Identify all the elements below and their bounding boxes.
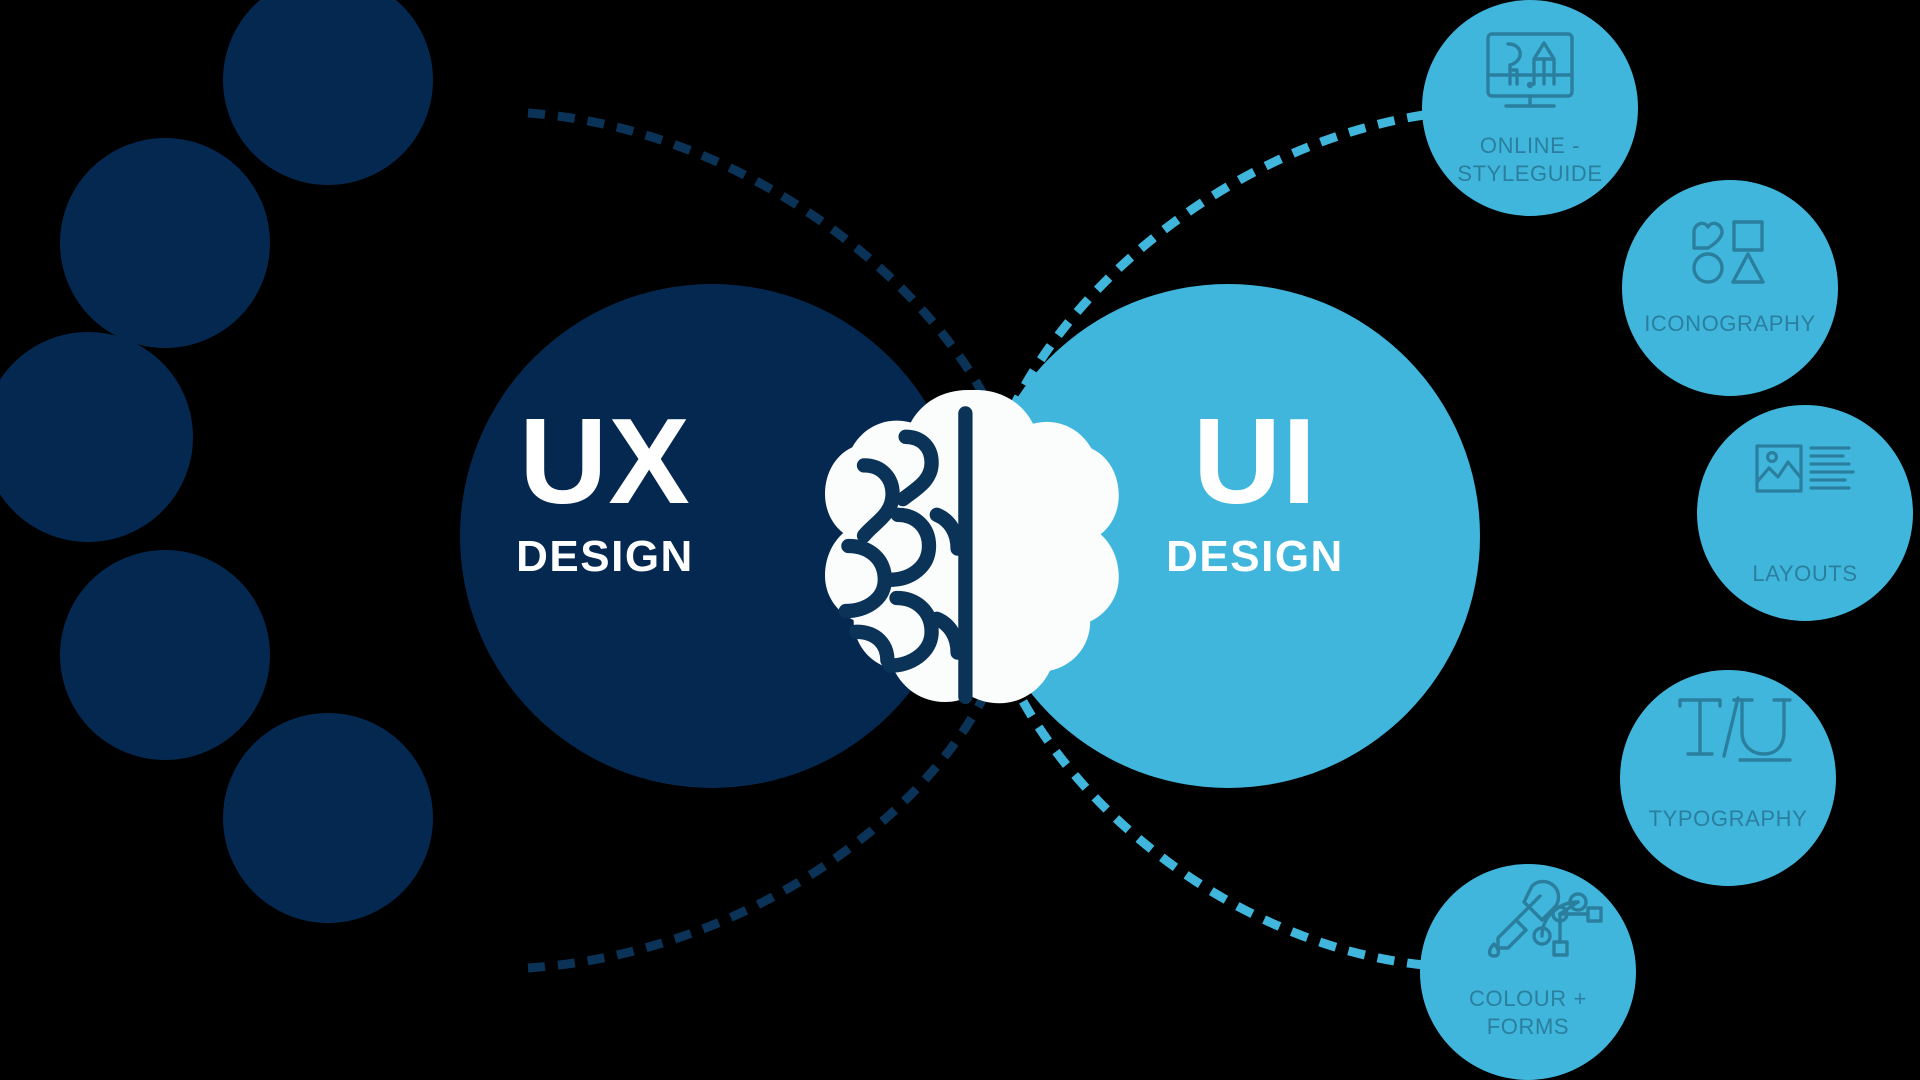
ux-label-block: UX DESIGN (445, 400, 765, 582)
ui-label-block: UI DESIGN (1105, 400, 1405, 582)
ux-main-circle[interactable] (460, 284, 964, 788)
label-colour-forms: COLOUR + FORMS (1469, 986, 1587, 1039)
ux-satellite-3[interactable] (0, 332, 193, 542)
connector-bottom-right (998, 658, 1425, 970)
monitor-design-tools-icon (1486, 32, 1574, 108)
connector-bottom-left (527, 658, 1005, 973)
ux-satellite-5[interactable] (223, 713, 433, 923)
connector-top-left (527, 108, 1005, 432)
ui-subtitle: DESIGN (1166, 532, 1344, 581)
type-TU-icon (1678, 696, 1792, 762)
label-online-styleguide: ONLINE - STYLEGUIDE (1457, 133, 1603, 186)
connector-group (527, 108, 1425, 973)
ui-satellite-online-styleguide[interactable] (1422, 0, 1638, 216)
ux-satellite-4[interactable] (60, 550, 270, 760)
ui-satellite-typography[interactable] (1620, 670, 1836, 886)
ui-satellite-layouts[interactable] (1697, 405, 1913, 621)
ui-satellite-colour-forms[interactable] (1420, 864, 1636, 1080)
ux-satellite-1[interactable] (223, 0, 433, 185)
ui-title: UI (1193, 393, 1317, 529)
ui-satellite-iconography[interactable] (1622, 180, 1838, 396)
ux-title: UX (519, 393, 691, 529)
eyedropper-bezier-icon (1487, 879, 1603, 958)
connector-top-right (998, 110, 1425, 432)
shapes-grid-icon (1692, 220, 1765, 284)
label-typography: TYPOGRAPHY (1648, 806, 1808, 831)
ux-satellite-2[interactable] (60, 138, 270, 348)
ux-subtitle: DESIGN (516, 532, 694, 581)
label-iconography: ICONOGRAPHY (1644, 311, 1816, 336)
ux-satellite-group (0, 0, 433, 923)
ui-satellite-group (1420, 0, 1913, 1080)
label-layouts: LAYOUTS (1752, 561, 1858, 586)
brain-icon (825, 390, 1119, 704)
ui-main-circle[interactable] (976, 284, 1480, 788)
image-text-layout-icon (1755, 444, 1855, 493)
